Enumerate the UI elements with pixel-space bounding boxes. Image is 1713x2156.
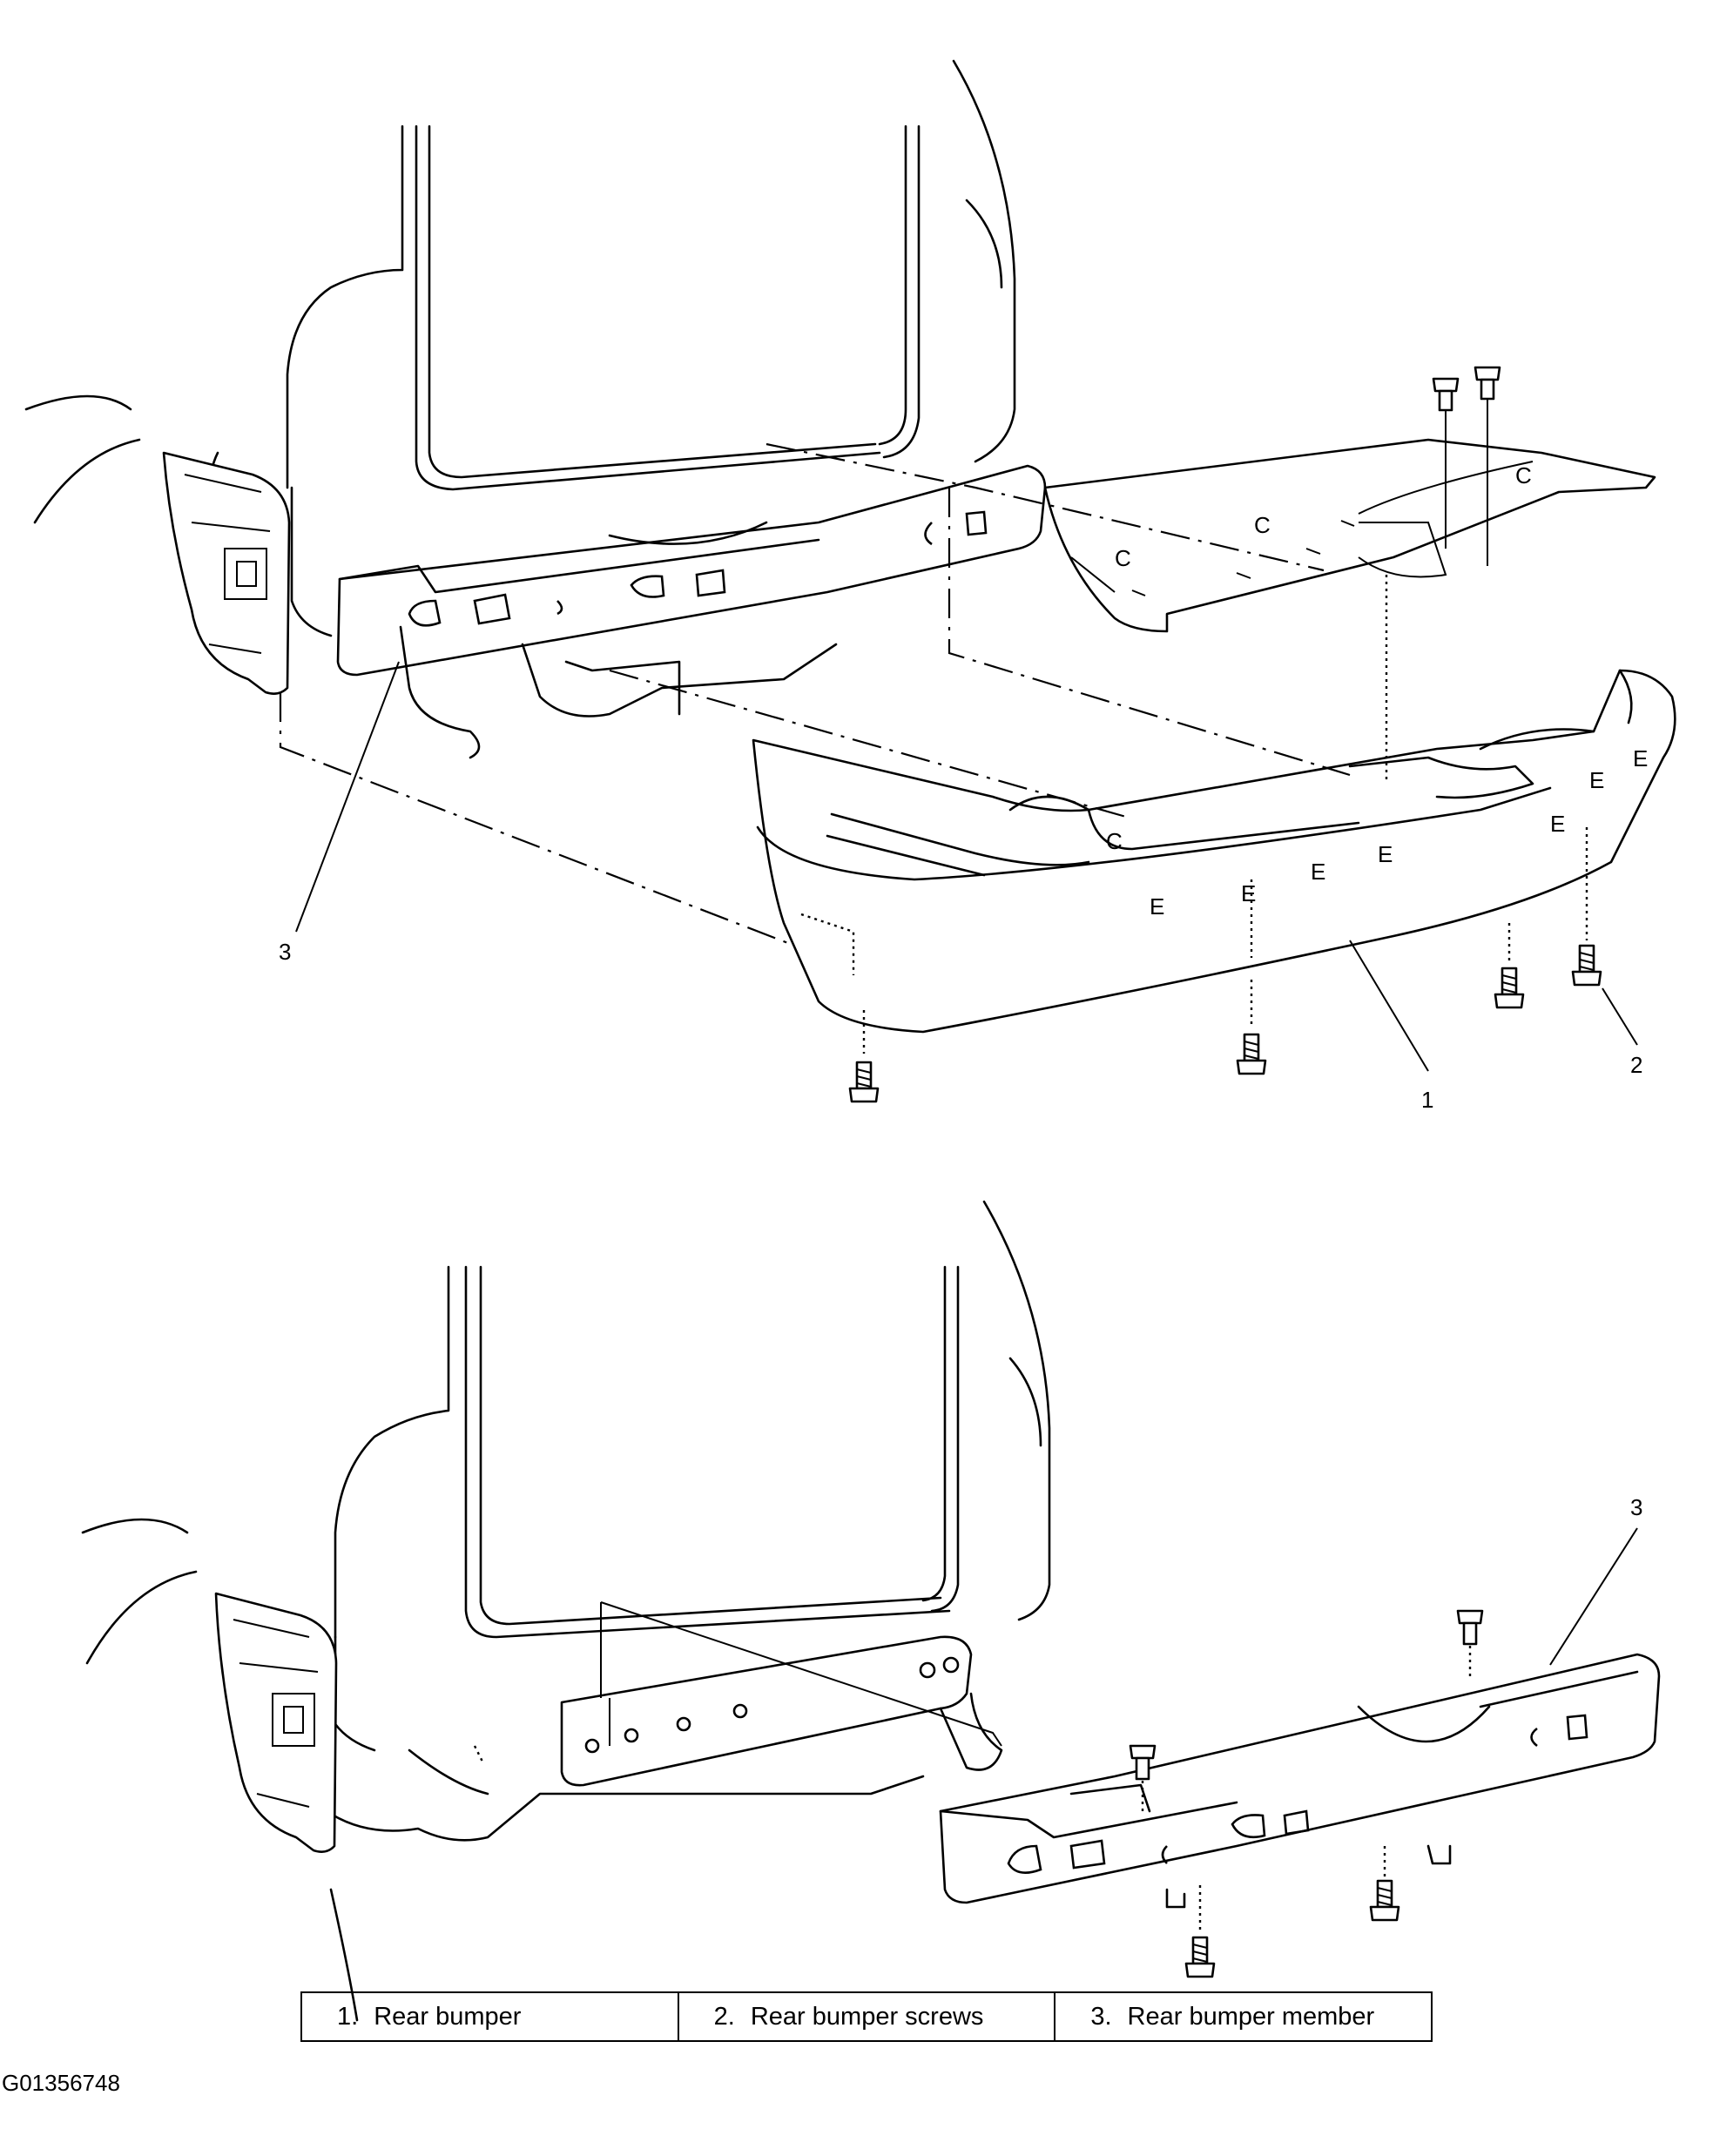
legend-item-rear-bumper: 1. Rear bumper <box>302 1993 679 2040</box>
rear-combination-lamp-top <box>162 451 291 695</box>
screw-icon <box>1184 1936 1216 1978</box>
legend-number: 3. <box>1090 2002 1112 2031</box>
screw-icon <box>1236 1033 1267 1075</box>
callout-3-bottom: 3 <box>1630 1494 1642 1520</box>
guide-lines-top <box>279 399 1588 1054</box>
svg-text:E: E <box>1378 841 1393 867</box>
screw-icon <box>1571 944 1602 987</box>
rear-under-panel-top: C C C <box>1043 438 1656 633</box>
screw-icon <box>1369 1879 1400 1922</box>
screw-icon <box>848 1061 880 1103</box>
svg-text:E: E <box>1150 893 1164 920</box>
callout-1-top: 1 <box>1421 1087 1433 1113</box>
bolt-icon <box>1432 377 1460 412</box>
rear-bumper-member-top <box>336 464 1047 759</box>
svg-text:C: C <box>1515 462 1532 488</box>
callout-2-top: 2 <box>1630 1052 1642 1078</box>
leader-3-top <box>295 661 400 933</box>
svg-text:E: E <box>1550 811 1565 837</box>
legend-item-rear-bumper-member: 3. Rear bumper member <box>1055 1993 1431 2040</box>
legend-label: Rear bumper <box>374 2002 522 2031</box>
bolt-icon <box>1129 1744 1157 1781</box>
body-member-bracket <box>560 1635 1003 1787</box>
callout-3-top: 3 <box>279 939 291 965</box>
rear-bumper: C E E E E E E E <box>752 669 1676 1034</box>
svg-text:C: C <box>1254 512 1271 538</box>
svg-text:E: E <box>1589 767 1604 793</box>
guide-lines-bottom <box>473 1601 1472 1933</box>
legend-label: Rear bumper member <box>1127 2002 1375 2031</box>
bolt-icon <box>1456 1609 1484 1646</box>
leader-3-bottom <box>1549 1527 1638 1666</box>
legend-item-rear-bumper-screws: 2. Rear bumper screws <box>679 1993 1056 2040</box>
rear-bumper-screws-top <box>848 366 1602 1103</box>
svg-text:E: E <box>1311 859 1325 885</box>
svg-text:C: C <box>1106 828 1123 854</box>
top-view: C C C C E E E E E E E <box>24 59 1676 1113</box>
vehicle-body-top <box>24 59 1016 637</box>
legend-label: Rear bumper screws <box>750 2002 984 2031</box>
bottom-view: 3 <box>81 1200 1661 2022</box>
legend-number: 2. <box>713 2002 735 2031</box>
screw-icon <box>1494 967 1525 1009</box>
svg-text:E: E <box>1241 880 1256 906</box>
legend-number: 1. <box>337 2002 359 2031</box>
rear-combination-lamp-bottom <box>214 1592 338 1853</box>
leader-1-top <box>1349 940 1429 1072</box>
figure-id: G01356748 <box>2 2070 120 2096</box>
svg-text:E: E <box>1633 745 1648 771</box>
bolt-icon <box>1474 366 1501 401</box>
rear-bumper-member-bottom <box>939 1653 1661 1909</box>
leader-2-top <box>1602 987 1638 1046</box>
parts-legend-table: 1. Rear bumper 2. Rear bumper screws 3. … <box>300 1991 1433 2042</box>
rear-bumper-screws-bottom <box>1129 1609 1484 1978</box>
svg-text:C: C <box>1115 545 1131 571</box>
